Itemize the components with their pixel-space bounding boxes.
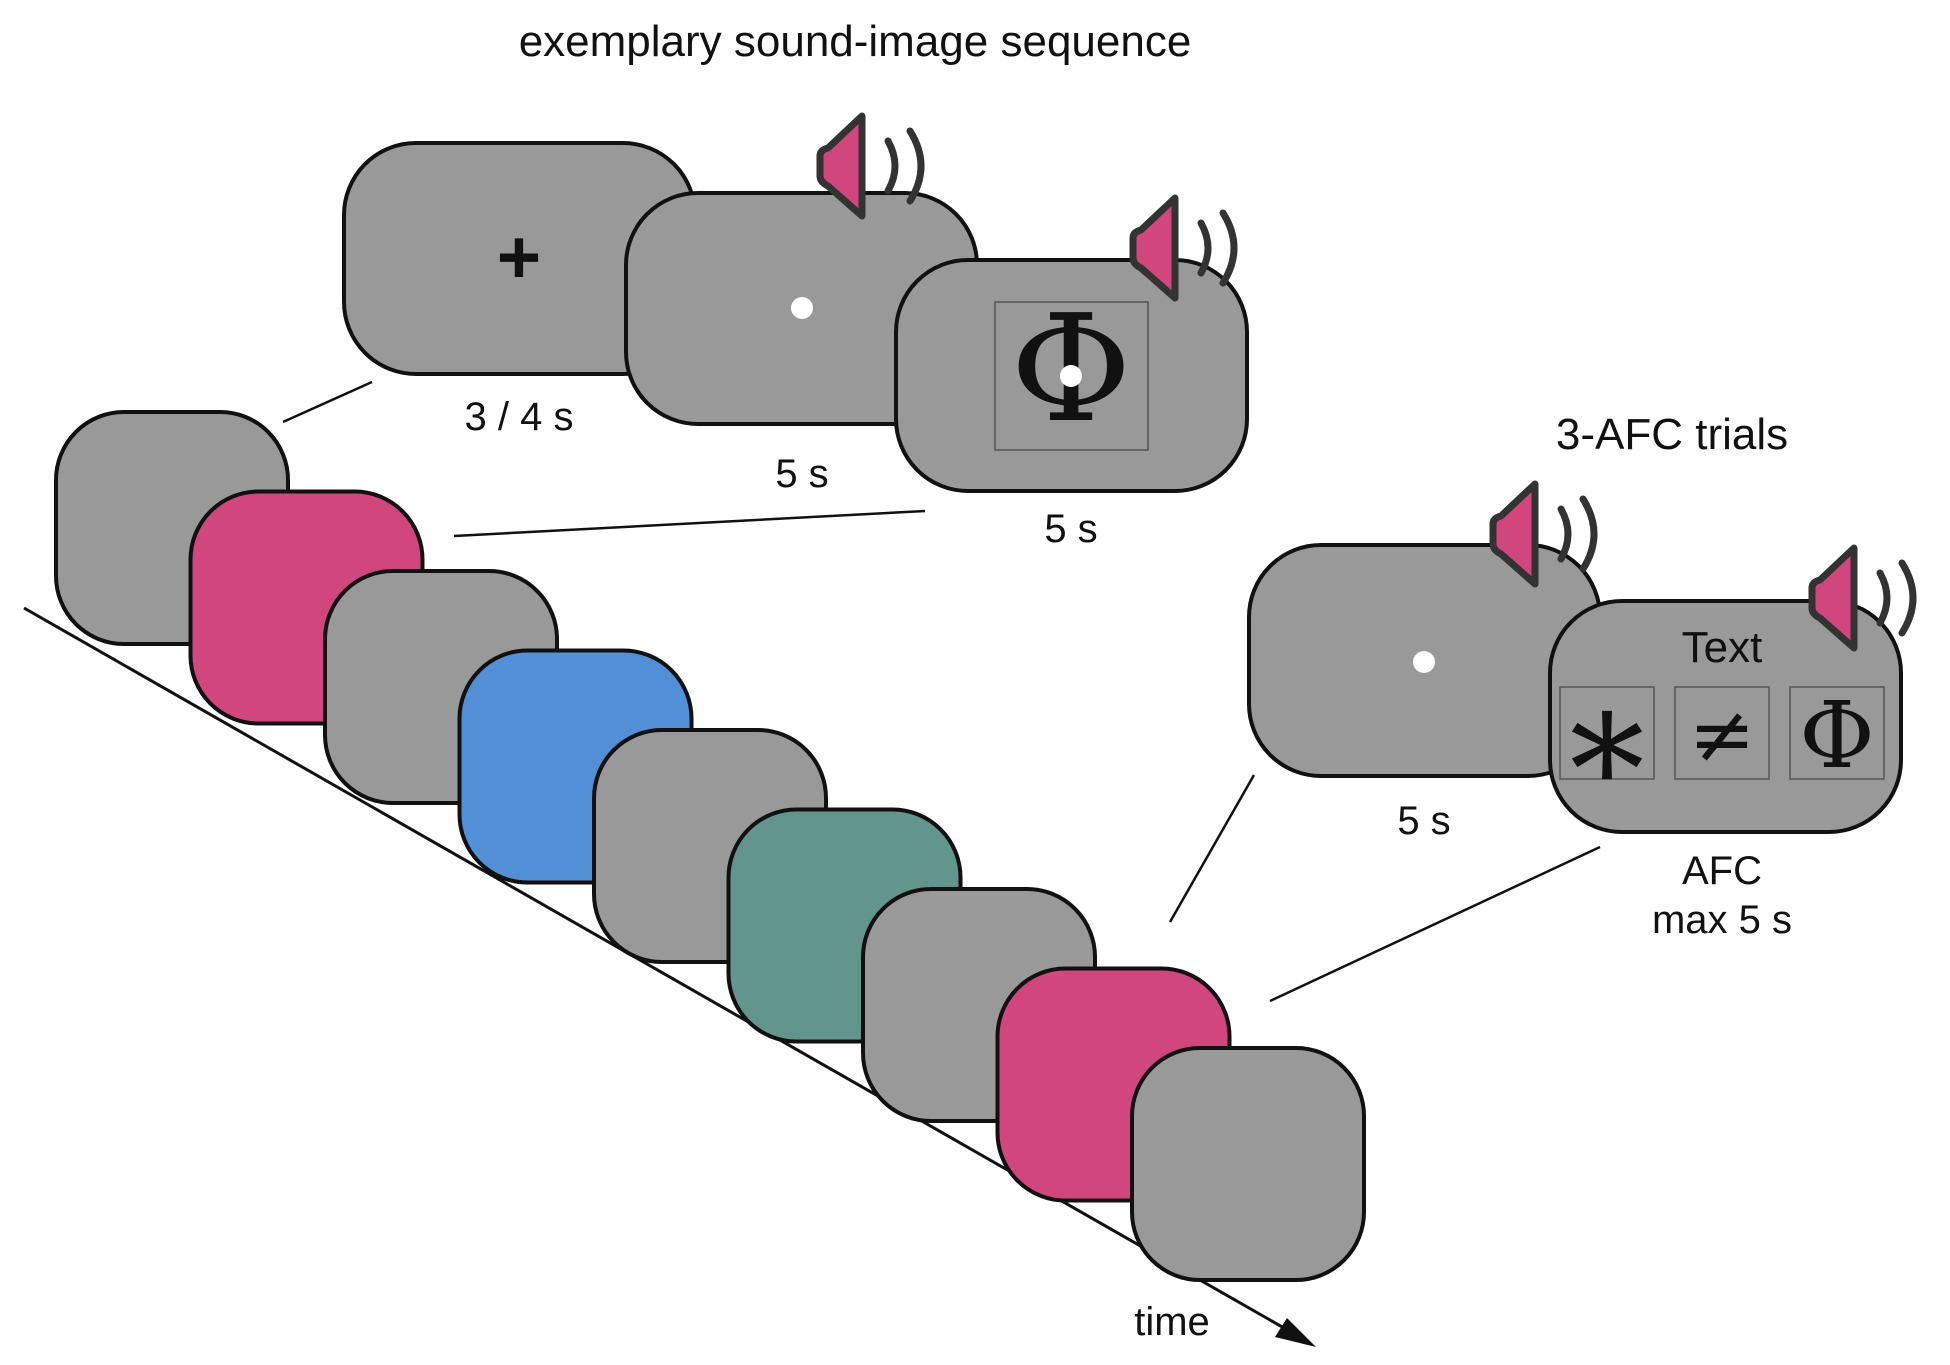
sound-image-screen: Φ (894, 258, 1249, 493)
afc-choice-screen: Text ∗ ≠ Φ (1548, 599, 1903, 834)
time-axis-label: time (1134, 1300, 1210, 1344)
fixation-dot (791, 297, 813, 319)
speaker-icon (1489, 480, 1598, 588)
fixation-cross-symbol: + (497, 215, 541, 300)
timeline-screens (54, 410, 1366, 1282)
afc-option-phi: Φ (1789, 682, 1885, 789)
fixation-duration-label: 3 / 4 s (465, 395, 574, 439)
option-symbol-phi: Φ (1799, 682, 1874, 789)
connector-line-afc-right (1269, 845, 1601, 1003)
diagram-title: exemplary sound-image sequence (519, 17, 1192, 66)
afc-duration-label-line1: AFC (1682, 849, 1762, 893)
speaker-icon (1129, 194, 1238, 302)
afc-section-title: 3-AFC trials (1556, 410, 1788, 459)
connector-lines (282, 380, 1601, 1003)
afc-prompt-text: Text (1682, 623, 1763, 672)
fixation-dot (1413, 651, 1435, 673)
afc-duration-label-line2: max 5 s (1652, 898, 1792, 942)
afc-delay-duration-label: 5 s (1397, 799, 1450, 843)
sound-duration-label: 5 s (775, 452, 828, 496)
image-duration-label: 5 s (1044, 507, 1097, 551)
timeline-screen-9 (1130, 1046, 1366, 1282)
speaker-icon (1808, 544, 1917, 652)
symbol-image-frame (994, 301, 1149, 451)
fixation-dot (1060, 365, 1082, 387)
connector-line-fixation (282, 380, 373, 424)
time-axis-arrowhead (1275, 1318, 1316, 1347)
connector-line-afc-left (1168, 774, 1256, 923)
time-axis (23, 606, 1316, 1347)
connector-line-sequence (453, 509, 926, 538)
afc-option-asterisk: ∗ (1556, 654, 1658, 828)
option-symbol-asterisk: ∗ (1556, 654, 1658, 828)
afc-sound-dot-screen (1247, 543, 1602, 778)
speaker-icon (816, 112, 925, 220)
afc-option-not-equal: ≠ (1674, 686, 1770, 781)
option-symbol-not-equal: ≠ (1688, 688, 1755, 781)
